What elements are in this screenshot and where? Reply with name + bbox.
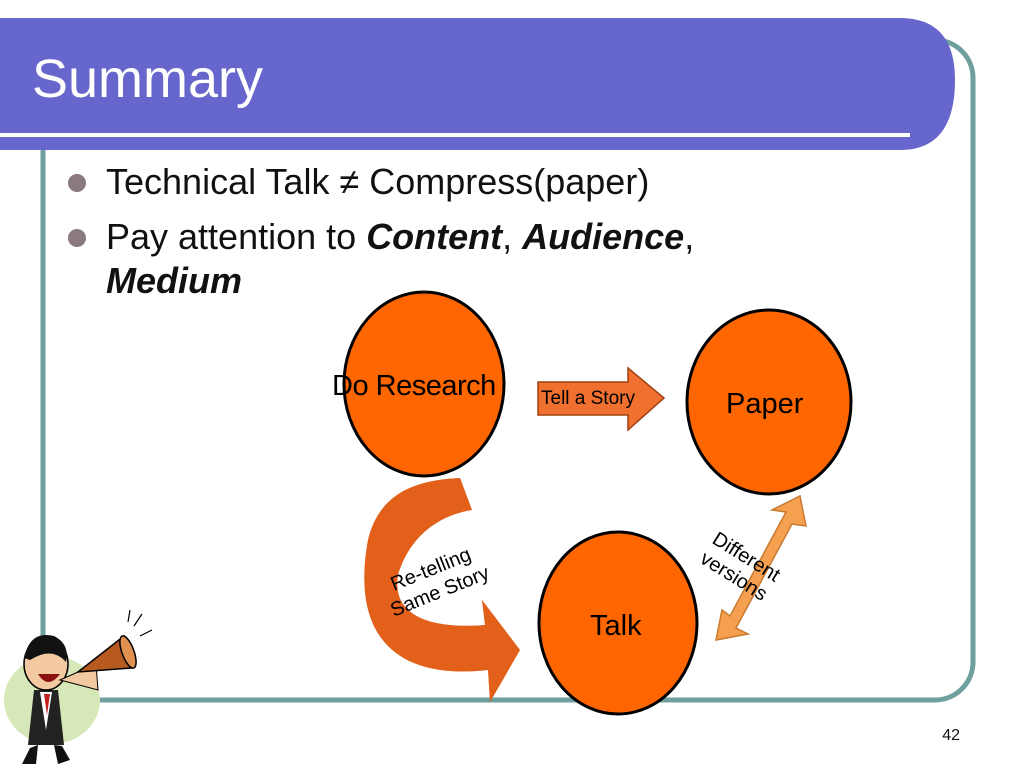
megaphone-man-clipart xyxy=(4,609,153,764)
bullet-dot xyxy=(68,174,86,192)
bullet-item: Pay attention to Content, Audience, Medi… xyxy=(62,215,694,303)
tell-story-label: Tell a Story xyxy=(541,388,635,409)
bullet-list: Technical Talk ≠ Compress(paper) Pay att… xyxy=(62,160,694,314)
page-number: 42 xyxy=(942,727,960,744)
bullet-dot xyxy=(68,229,86,247)
talk-node xyxy=(537,530,699,716)
paper-label: Paper xyxy=(726,388,804,420)
bullet-text: Technical Talk ≠ Compress(paper) xyxy=(106,161,650,202)
bullet-prefix: Pay attention to xyxy=(106,216,367,257)
research-label: Do Research xyxy=(332,370,496,402)
slide-title: Summary xyxy=(32,49,264,109)
title-bar xyxy=(0,18,955,150)
bullet-item: Technical Talk ≠ Compress(paper) xyxy=(62,160,694,204)
emphasis-audience: Audience xyxy=(522,216,685,257)
emphasis-content: Content xyxy=(366,216,503,257)
retelling-arrow-highlight xyxy=(364,478,520,702)
research-node xyxy=(342,290,506,478)
bullet-separator: , xyxy=(684,216,695,257)
talk-label: Talk xyxy=(590,610,642,642)
emphasis-medium: Medium xyxy=(106,260,243,301)
bullet-separator: , xyxy=(502,216,523,257)
tell-story-arrow xyxy=(537,366,666,432)
paper-node xyxy=(685,308,853,496)
different-versions-arrow xyxy=(715,494,807,641)
